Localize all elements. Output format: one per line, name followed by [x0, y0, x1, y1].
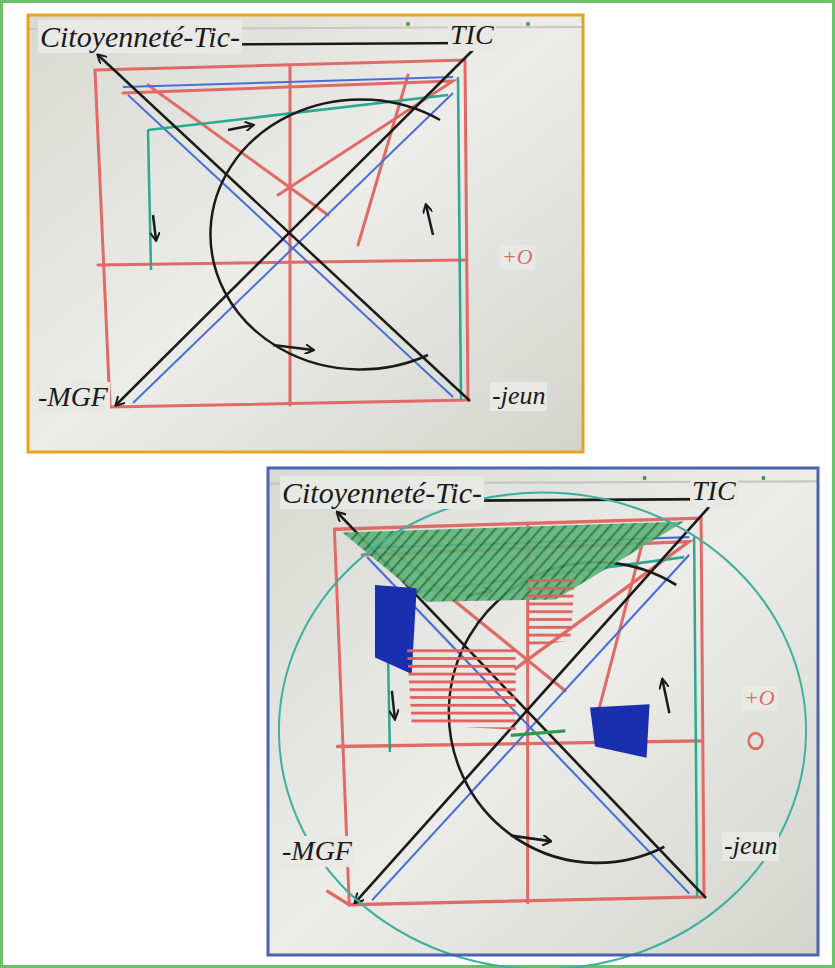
corner-label: -MGF [36, 382, 110, 413]
corner-label: -MGF [280, 836, 354, 867]
corner-label: -jeun [490, 382, 547, 411]
corner-label: Citoyenneté-Tic- [280, 476, 484, 509]
corner-label: TIC [690, 476, 738, 507]
corner-label: -jeun [722, 832, 779, 861]
corner-label: TIC [448, 20, 496, 51]
sign-mark: +O [742, 686, 777, 710]
corner-label: Citoyenneté-Tic- [38, 20, 242, 53]
sign-mark: +O [500, 245, 535, 269]
